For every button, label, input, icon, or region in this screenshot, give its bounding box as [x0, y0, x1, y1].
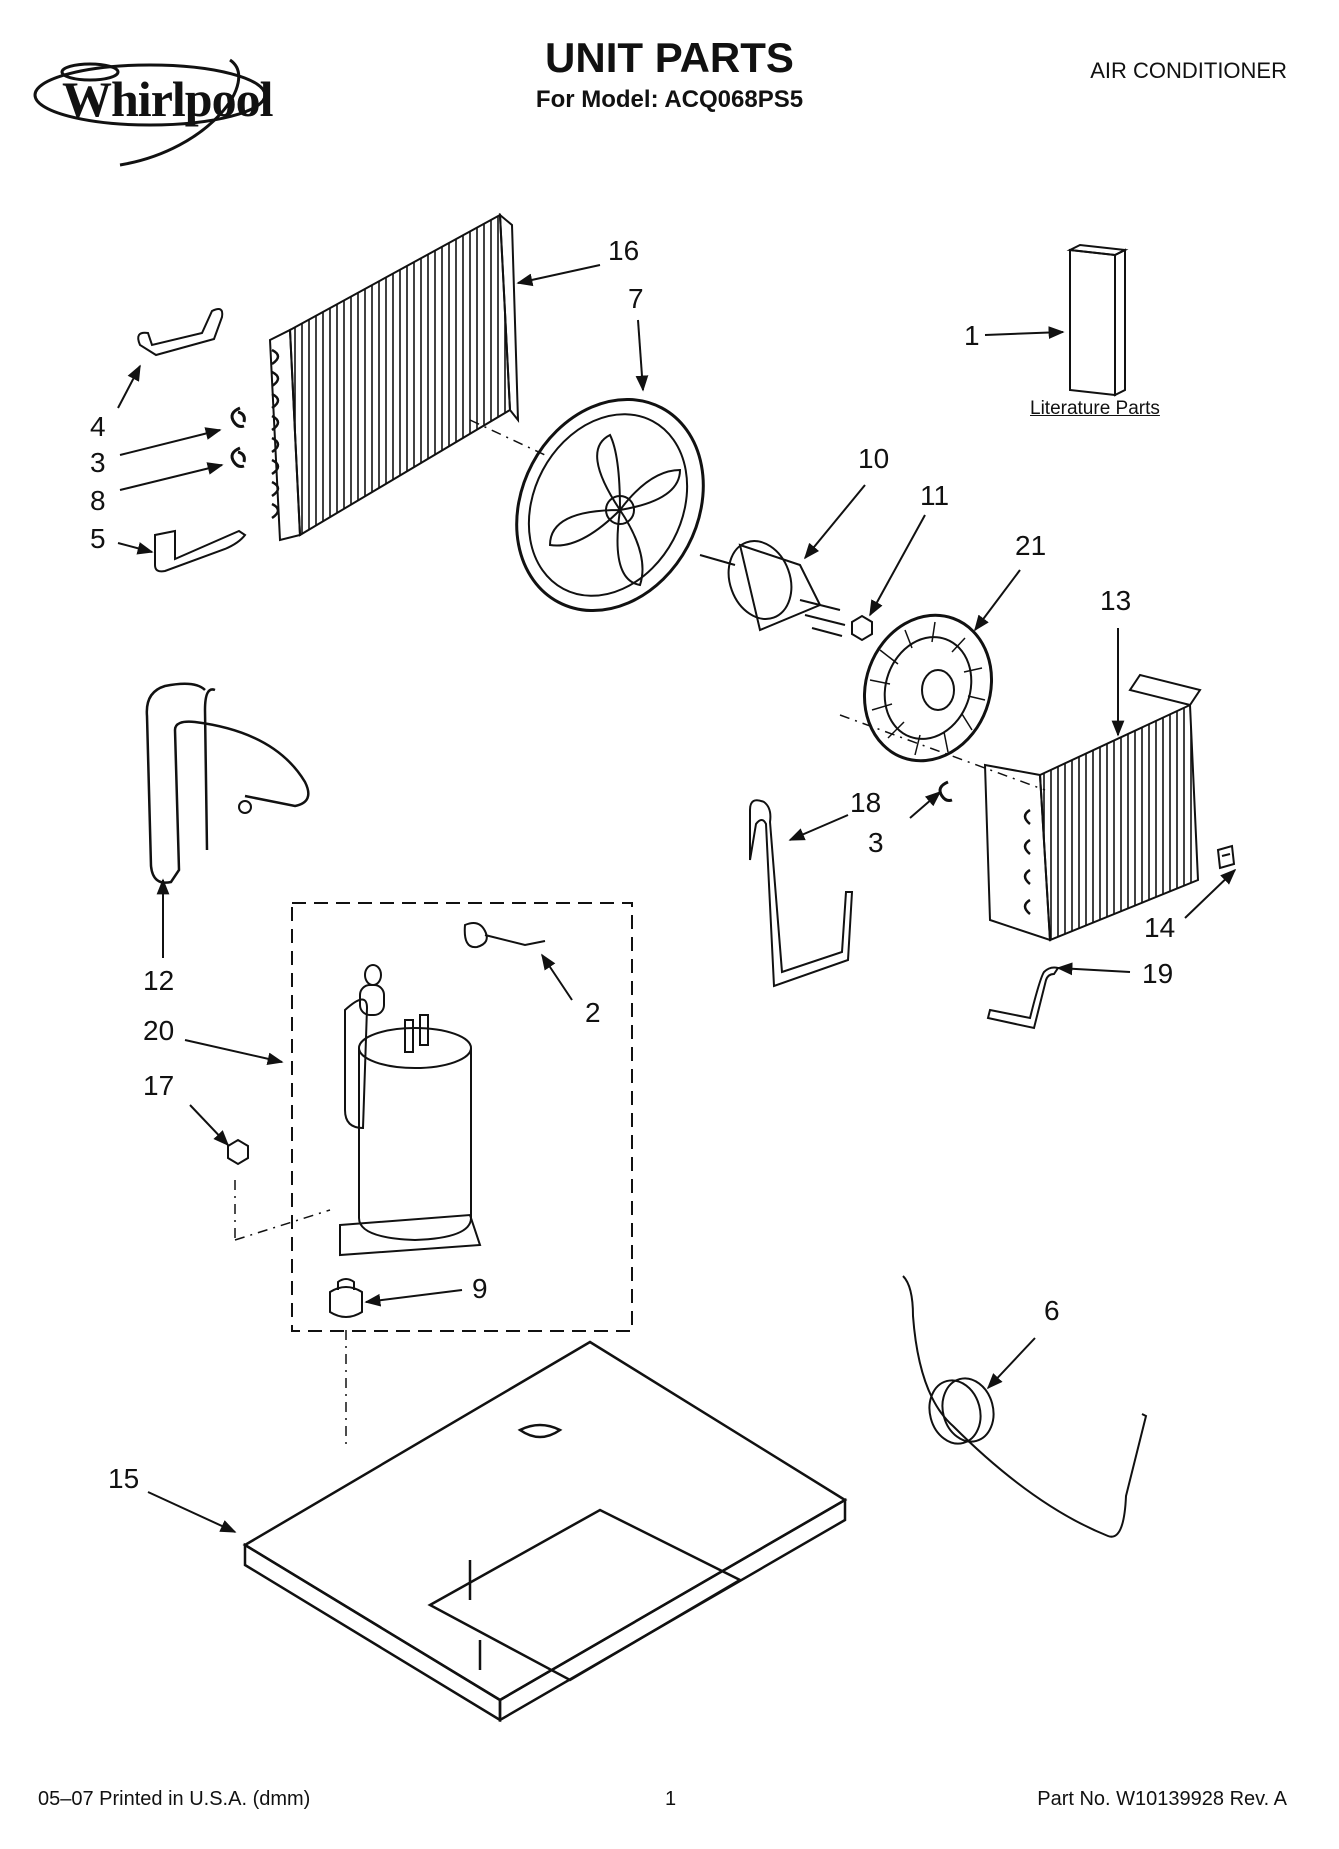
- callout-8: 8: [90, 485, 106, 516]
- brand-name: Whirlpool: [62, 71, 273, 127]
- model-subtitle: For Model: ACQ068PS5: [535, 86, 804, 113]
- callout-14: 14: [1144, 912, 1175, 943]
- clip-part-3: [230, 406, 246, 428]
- tube-part-5: [154, 529, 247, 573]
- alignment-lines: [234, 419, 1046, 1450]
- page-title: UNIT PARTS: [545, 34, 794, 81]
- fan-motor: [699, 540, 846, 637]
- capacitor-strap: [902, 1275, 1148, 1538]
- callout-21: 21: [1015, 530, 1046, 561]
- callout-10: 10: [858, 443, 889, 474]
- callout-5: 5: [90, 523, 106, 554]
- callout-3-right: 3: [868, 827, 884, 858]
- category-label: AIR CONDITIONER: [1090, 58, 1287, 83]
- callout-9: 9: [472, 1273, 488, 1304]
- callout-2: 2: [585, 997, 601, 1028]
- callout-17: 17: [143, 1070, 174, 1101]
- nut-part-17: [227, 1138, 249, 1166]
- literature-booklet: [1066, 243, 1129, 397]
- nut-part-11: [851, 614, 873, 642]
- callout-20: 20: [143, 1015, 174, 1046]
- clip-part-8: [230, 446, 246, 468]
- page-number: 1: [665, 1788, 677, 1810]
- literature-parts-label: Literature Parts: [1030, 398, 1160, 419]
- callout-4: 4: [90, 411, 106, 442]
- compressor: [339, 964, 482, 1257]
- tube-part-4: [137, 308, 224, 357]
- overload-part-2: [463, 922, 546, 949]
- callout-12: 12: [143, 965, 174, 996]
- callout-16: 16: [608, 235, 639, 266]
- tube-part-19: [986, 966, 1060, 1030]
- clip-part-3-right: [938, 780, 953, 802]
- callout-13: 13: [1100, 585, 1131, 616]
- callout-3: 3: [90, 447, 106, 478]
- callout-18: 18: [850, 787, 881, 818]
- callout-6: 6: [1044, 1295, 1060, 1326]
- callout-19: 19: [1142, 958, 1173, 989]
- discharge-tube: [145, 682, 310, 884]
- grommet-part-9: [329, 1278, 363, 1318]
- callout-1: 1: [964, 320, 980, 351]
- bracket-part-14: [1216, 844, 1236, 870]
- condenser-coil: [268, 212, 520, 542]
- leader-lines: [117, 264, 1237, 1533]
- callout-11: 11: [920, 480, 949, 511]
- tube-part-18: [749, 799, 854, 988]
- callout-15: 15: [108, 1463, 139, 1494]
- whirlpool-logo: [33, 58, 267, 167]
- callout-7: 7: [628, 283, 644, 314]
- fan-shroud: [515, 397, 705, 613]
- print-info: 05–07 Printed in U.S.A. (dmm): [38, 1788, 311, 1810]
- blower-wheel: [862, 613, 994, 763]
- compressor-assembly-box: [291, 902, 633, 1332]
- evaporator-coil: [983, 673, 1202, 942]
- tube-end-12: [238, 800, 252, 814]
- base-pan: [242, 1340, 848, 1723]
- part-number: Part No. W10139928 Rev. A: [1037, 1788, 1287, 1810]
